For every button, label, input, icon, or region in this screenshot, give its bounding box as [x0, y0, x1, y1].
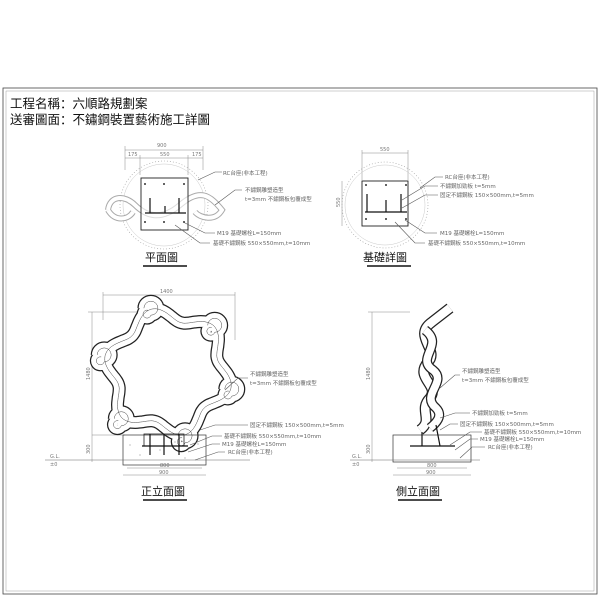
label-stiffener: 不鏽鋼加勁板 t=5mm — [472, 409, 528, 417]
dim-800: 800 — [427, 463, 437, 469]
front-elevation: 1400 1480 300 G.L. ±0 800 900 不鏽鋼雕塑造型 t=… — [45, 289, 344, 501]
label-base-plate: 基礎不鏽鋼板 550×550mm,t=10mm — [224, 432, 321, 440]
dim-900: 900 — [159, 470, 169, 476]
label-stiffener: 不鏽鋼加勁板 t=5mm — [440, 182, 496, 190]
dim-1400: 1400 — [160, 289, 173, 295]
base-plate — [361, 180, 409, 227]
label-bolt: M19 基礎螺栓L=150mm — [440, 229, 504, 237]
dim-900: 900 — [426, 470, 436, 476]
dim-1480: 1480 — [86, 367, 92, 380]
label-bolt: M19 基礎螺栓L=150mm — [217, 229, 281, 237]
label-sculpture: 不鏽鋼雕塑造型 — [462, 367, 501, 375]
gl-label: G.L. — [352, 454, 362, 460]
side-elevation-title: 側立面圖 — [396, 484, 440, 498]
gl-level: ±0 — [352, 462, 359, 468]
label-cladding: t=3mm 不鏽鋼板包覆成型 — [462, 376, 529, 384]
rc-pedestal — [392, 434, 472, 463]
side-elevation: 1480 300 G.L. ±0 800 900 不鏽鋼雕塑造型 t=3mm 不… — [350, 303, 581, 501]
foundation-detail-title: 基礎詳圖 — [363, 250, 407, 264]
rc-pedestal — [119, 160, 209, 250]
dim-175-left: 175 — [128, 152, 138, 158]
sheet-frame — [2, 87, 598, 595]
label-rc: RC台座(非本工程) — [488, 443, 533, 451]
label-sculpture: 不鏽鋼雕塑造型 — [245, 186, 284, 194]
dim-800: 800 — [160, 463, 170, 469]
label-rc: RC台座(非本工程) — [228, 448, 273, 456]
rc-pedestal — [341, 161, 429, 249]
label-rc: RC台座(非本工程) — [445, 173, 490, 181]
dim-550-height: 550 — [336, 197, 342, 207]
dim-1480: 1480 — [366, 367, 372, 380]
dim-550-width: 550 — [380, 147, 390, 153]
foundation-detail: 550 550 RC台座(非本工程) 不鏽鋼加勁板 t=5mm 固定不鏽鋼板 1… — [336, 147, 534, 267]
label-bolt: M19 基礎螺栓L=150mm — [480, 435, 544, 443]
label-cladding: t=3mm 不鏽鋼板包覆成型 — [245, 195, 312, 203]
gl-label: G.L. — [50, 454, 60, 460]
gl-level: ±0 — [50, 462, 57, 468]
label-base-plate: 基礎不鏽鋼板 550×550mm,t=10mm — [213, 239, 310, 247]
sheet-inner-frame — [5, 90, 595, 592]
dim-900: 900 — [157, 143, 167, 149]
label-fix-plate: 固定不鏽鋼板 150×500mm,t=5mm — [440, 191, 534, 199]
dim-175-right: 175 — [192, 152, 202, 158]
plan-view-title: 平面圖 — [145, 251, 178, 264]
dim-300: 300 — [86, 444, 92, 454]
plan-view: 900 175 550 175 RC台座(非本工程) 不鏽鋼雕塑造型 t=3mm… — [105, 143, 312, 267]
label-base-plate: 基礎不鏽鋼板 550×550mm,t=10mm — [484, 428, 581, 436]
front-elevation-title: 正立面圖 — [141, 484, 185, 498]
dim-550: 550 — [160, 152, 170, 158]
label-fix-plate: 固定不鏽鋼板 150×500mm,t=5mm — [460, 420, 554, 428]
drawing-name: 送審圖面：不鏽鋼裝置藝術施工詳圖 — [10, 112, 210, 127]
label-rc: RC台座(非本工程) — [223, 169, 268, 177]
label-fix-plate: 固定不鏽鋼板 150×500mm,t=5mm — [250, 421, 344, 429]
label-cladding: t=3mm 不鏽鋼板包覆成型 — [250, 379, 317, 387]
label-bolt: M19 基礎螺栓L=150mm — [222, 440, 286, 448]
label-sculpture: 不鏽鋼雕塑造型 — [250, 370, 289, 378]
project-name: 工程名稱：六順路規劃案 — [10, 96, 148, 111]
dim-300: 300 — [366, 444, 372, 454]
label-base-plate: 基礎不鏽鋼板 550×550mm,t=10mm — [428, 239, 525, 247]
